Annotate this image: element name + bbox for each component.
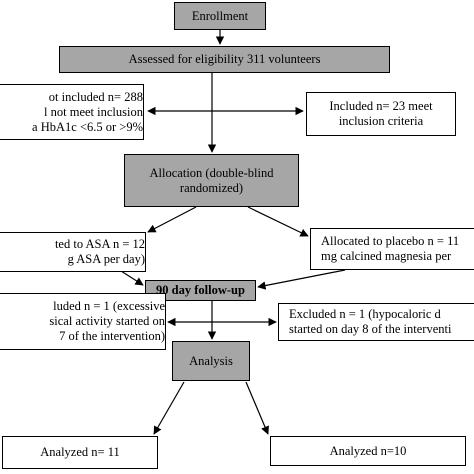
not-included-line-1: ot included n= 288 [48, 89, 143, 104]
analyzed-left-box: Analyzed n= 11 [2, 436, 158, 469]
enrollment-label: Enrollment [191, 8, 249, 23]
analyzed-right-label: Analyzed n=10 [329, 443, 407, 458]
placebo-group-line-2: mg calcined magnesia per [321, 249, 452, 263]
analyzed-right-box: Analyzed n=10 [270, 436, 466, 466]
allocation-line-1: Allocation (double-blind [149, 165, 274, 180]
assessed-box: Assessed for eligibility 311 volunteers [59, 46, 390, 73]
asa-group-box: ted to ASA n = 12 g ASA per day) [0, 232, 146, 272]
included-box: Included n= 23 meet inclusion criteria [306, 92, 456, 136]
excluded-left-box: luded n = 1 (excessive sical activity st… [0, 293, 166, 350]
excluded-left-line-2: sical activity started on [49, 314, 165, 328]
analyzed-left-label: Analyzed n= 11 [40, 445, 120, 459]
excluded-left-line-1: luded n = 1 (excessive [53, 299, 165, 313]
placebo-group-box: Allocated to placebo n = 11 mg calcined … [310, 228, 474, 270]
arrow-analysis-to-left [153, 381, 185, 435]
included-line-2: inclusion criteria [338, 114, 424, 128]
arrow-analysis-to-right [245, 381, 269, 435]
excluded-left-line-3: 7 of the intervention) [59, 329, 165, 343]
followup-box: 90 day follow-up [145, 280, 256, 301]
excluded-right-line-2: started on day 8 of the interventi [289, 322, 452, 336]
excluded-right-line-1: Excluded n = 1 (hypocaloric d [289, 307, 441, 321]
allocation-box: Allocation (double-blind randomized) [124, 154, 299, 207]
asa-group-line-2: g ASA per day) [67, 252, 145, 266]
analysis-label: Analysis [189, 353, 233, 368]
arrow-allocation-to-placebo [247, 206, 309, 237]
enrollment-box: Enrollment [174, 2, 266, 30]
not-included-line-2: l not meet inclusion [44, 104, 143, 119]
included-line-1: Included n= 23 meet [329, 99, 433, 113]
assessed-label: Assessed for eligibility 311 volunteers [128, 52, 321, 66]
arrow-placebo-to-followup [257, 269, 346, 290]
analysis-box: Analysis [172, 341, 250, 381]
asa-group-line-1: ted to ASA n = 12 [54, 237, 145, 251]
placebo-group-line-1: Allocated to placebo n = 11 [321, 234, 460, 248]
arrow-allocation-to-asa [147, 206, 197, 233]
not-included-line-3: a HbA1c <6.5 or >9% [32, 119, 143, 134]
not-included-box: ot included n= 288 l not meet inclusion … [0, 84, 144, 140]
excluded-right-box: Excluded n = 1 (hypocaloric d started on… [278, 303, 474, 341]
followup-label: 90 day follow-up [156, 283, 245, 297]
allocation-line-2: randomized) [179, 180, 244, 195]
